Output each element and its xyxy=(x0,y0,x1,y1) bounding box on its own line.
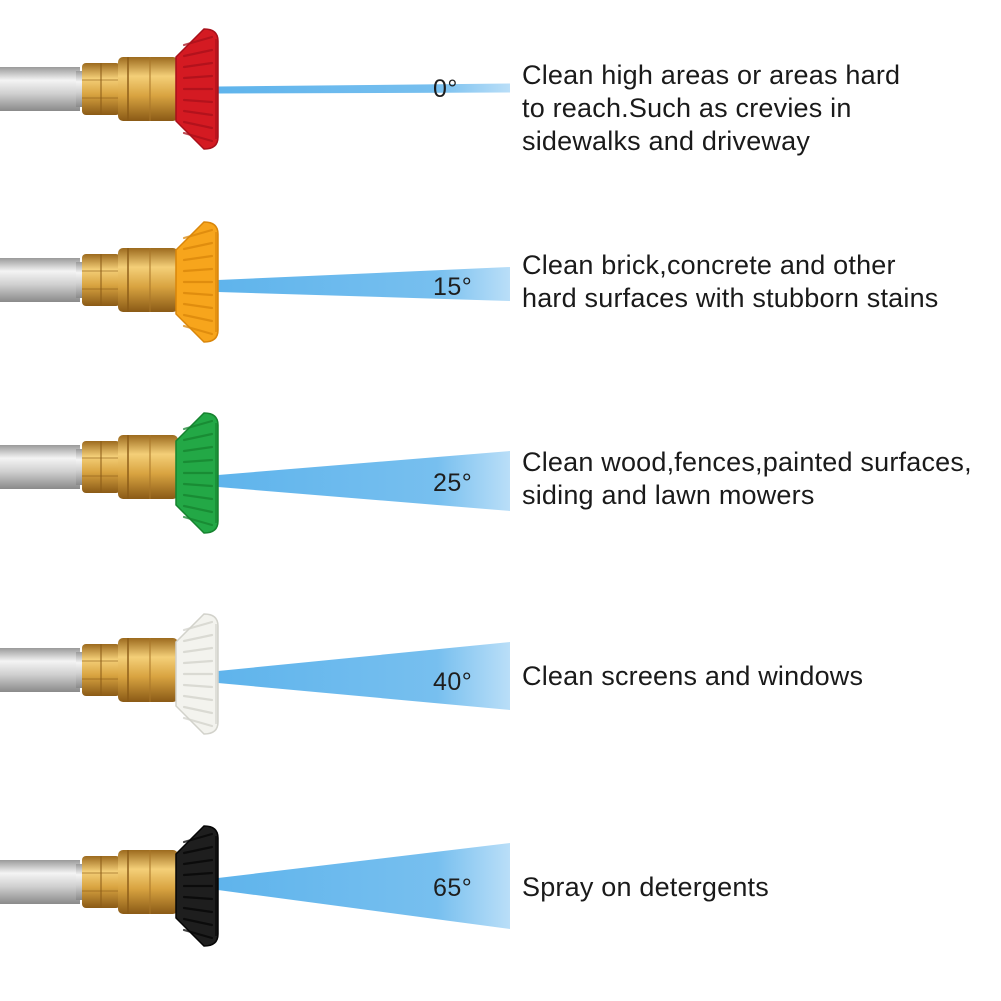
spray-40deg xyxy=(218,642,510,710)
tip-green xyxy=(175,412,219,534)
wand-15deg xyxy=(0,248,178,312)
nozzle-25deg-illustration xyxy=(0,412,510,534)
nozzle-15deg-illustration xyxy=(0,221,510,343)
description-40deg: Clean screens and windows xyxy=(522,660,863,693)
description-line: Clean wood,fences,painted surfaces, xyxy=(522,447,972,477)
wand-65deg xyxy=(0,850,178,914)
spray-25deg xyxy=(218,451,510,511)
angle-label-0deg: 0° xyxy=(433,75,458,103)
nozzle-0deg-illustration xyxy=(0,28,510,150)
spray-15deg xyxy=(218,267,510,301)
nozzle-row-0deg: 0° Clean high areas or areas hard to rea… xyxy=(0,28,1001,160)
tip-yellow xyxy=(175,221,219,343)
tip-white xyxy=(175,613,219,735)
description-line: siding and lawn mowers xyxy=(522,480,815,510)
description-line: Clean brick,concrete and other xyxy=(522,250,896,280)
spray-0deg xyxy=(218,83,510,94)
description-line: Spray on detergents xyxy=(522,872,769,902)
tip-black xyxy=(175,825,219,947)
wand-0deg xyxy=(0,57,178,121)
angle-label-65deg: 65° xyxy=(433,874,473,902)
wand-25deg xyxy=(0,435,178,499)
nozzle-row-15deg: 15° Clean brick,concrete and other hard … xyxy=(0,220,1001,350)
nozzle-40deg-illustration xyxy=(0,613,510,735)
wand-40deg xyxy=(0,638,178,702)
description-line: Clean screens and windows xyxy=(522,661,864,691)
nozzle-row-65deg: 65° Spray on detergents xyxy=(0,820,1001,960)
tip-red xyxy=(175,28,219,150)
angle-label-25deg: 25° xyxy=(433,469,473,497)
angle-label-40deg: 40° xyxy=(433,668,473,696)
nozzle-row-40deg: 40° Clean screens and windows xyxy=(0,612,1001,752)
description-0deg: Clean high areas or areas hard to reach.… xyxy=(522,59,900,158)
spray-65deg xyxy=(218,843,510,929)
description-65deg: Spray on detergents xyxy=(522,871,769,904)
description-line: Clean high areas or areas hard xyxy=(522,60,901,90)
nozzle-row-25deg: 25° Clean wood,fences,painted surfaces, … xyxy=(0,412,1001,548)
description-line: to reach.Such as crevies in xyxy=(522,93,852,123)
nozzle-65deg-illustration xyxy=(0,825,510,947)
description-15deg: Clean brick,concrete and other hard surf… xyxy=(522,249,939,315)
description-25deg: Clean wood,fences,painted surfaces, sidi… xyxy=(522,446,972,512)
description-line: hard surfaces with stubborn stains xyxy=(522,283,939,313)
angle-label-15deg: 15° xyxy=(433,273,473,301)
description-line: sidewalks and driveway xyxy=(522,126,811,156)
